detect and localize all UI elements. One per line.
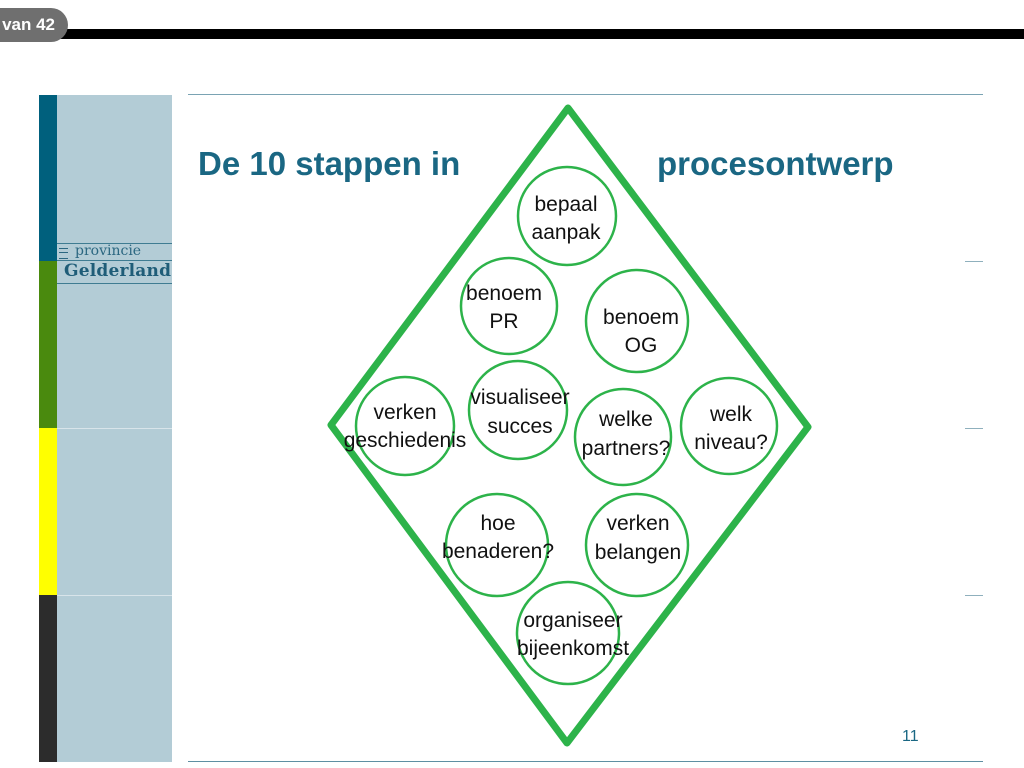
step-node-welk-niveau: welk niveau?: [679, 376, 779, 476]
step-circle: [459, 256, 559, 356]
color-strip-blue: [39, 95, 57, 261]
step-label: welke: [598, 408, 653, 431]
step-circle: [515, 580, 621, 686]
slide-title-left: De 10 stappen in: [198, 145, 461, 182]
slide-title-right: procesontwerp: [657, 145, 894, 182]
logo-mark-icon: [59, 248, 68, 259]
step-label: verken: [606, 512, 669, 535]
step-circle: [354, 375, 456, 477]
logo-rule-top: [57, 243, 172, 244]
step-node-verken-geschiedenis: verken geschiedenis: [344, 375, 467, 477]
step-circle: [516, 165, 618, 267]
step-label: PR: [489, 310, 518, 333]
header-rule: [188, 94, 983, 95]
page-indicator[interactable]: van 42: [0, 8, 68, 42]
step-label: bijeenkomst: [517, 637, 629, 660]
step-label: organiseer: [523, 609, 622, 632]
logo-rule-bottom: [57, 283, 172, 284]
logo-gelderland: Gelderland: [64, 261, 172, 281]
step-label: partners?: [582, 437, 671, 460]
step-node-verken-belangen: verken belangen: [584, 492, 690, 598]
step-label: visualiseer: [470, 386, 569, 409]
step-label: welk: [709, 403, 753, 426]
color-strip-green: [39, 261, 57, 428]
color-strip-dark: [39, 595, 57, 762]
side-divider: [57, 595, 172, 596]
side-divider: [57, 428, 172, 429]
step-label: benaderen?: [442, 540, 554, 563]
step-label: hoe: [480, 512, 515, 535]
margin-tick: [965, 261, 983, 262]
step-label: verken: [373, 401, 436, 424]
step-circle: [584, 492, 690, 598]
step-label: succes: [487, 415, 552, 438]
diamond-frame: [327, 104, 812, 747]
step-circle: [679, 376, 779, 476]
viewer-top-bar: [0, 29, 1024, 39]
step-label: aanpak: [532, 221, 601, 244]
margin-tick: [965, 428, 983, 429]
step-label: OG: [625, 334, 658, 357]
page-indicator-text: van 42: [2, 15, 55, 34]
step-circle: [584, 268, 690, 374]
logo-provincie: provincie: [75, 243, 142, 259]
step-label: benoem: [466, 282, 542, 305]
step-circle: [573, 387, 673, 487]
step-node-visualiseer-succes: visualiseer succes: [467, 359, 570, 461]
step-circle: [467, 359, 569, 461]
step-node-bepaal-aanpak: bepaal aanpak: [516, 165, 618, 267]
step-label: geschiedenis: [344, 429, 467, 452]
step-label: belangen: [595, 541, 681, 564]
footer-rule: [188, 761, 983, 762]
step-label: niveau?: [694, 431, 768, 454]
margin-tick: [965, 595, 983, 596]
logo-rule-middle: [57, 260, 172, 261]
step-node-hoe-benaderen: hoe benaderen?: [442, 492, 554, 598]
color-strip-yellow: [39, 428, 57, 595]
step-label: bepaal: [534, 193, 597, 216]
slide-number: 11: [902, 728, 919, 745]
step-label: benoem: [603, 306, 679, 329]
step-node-welke-partners: welke partners?: [573, 387, 673, 487]
step-node-organiseer-bijeenkomst: organiseer bijeenkomst: [515, 580, 629, 686]
step-circle: [444, 492, 550, 598]
